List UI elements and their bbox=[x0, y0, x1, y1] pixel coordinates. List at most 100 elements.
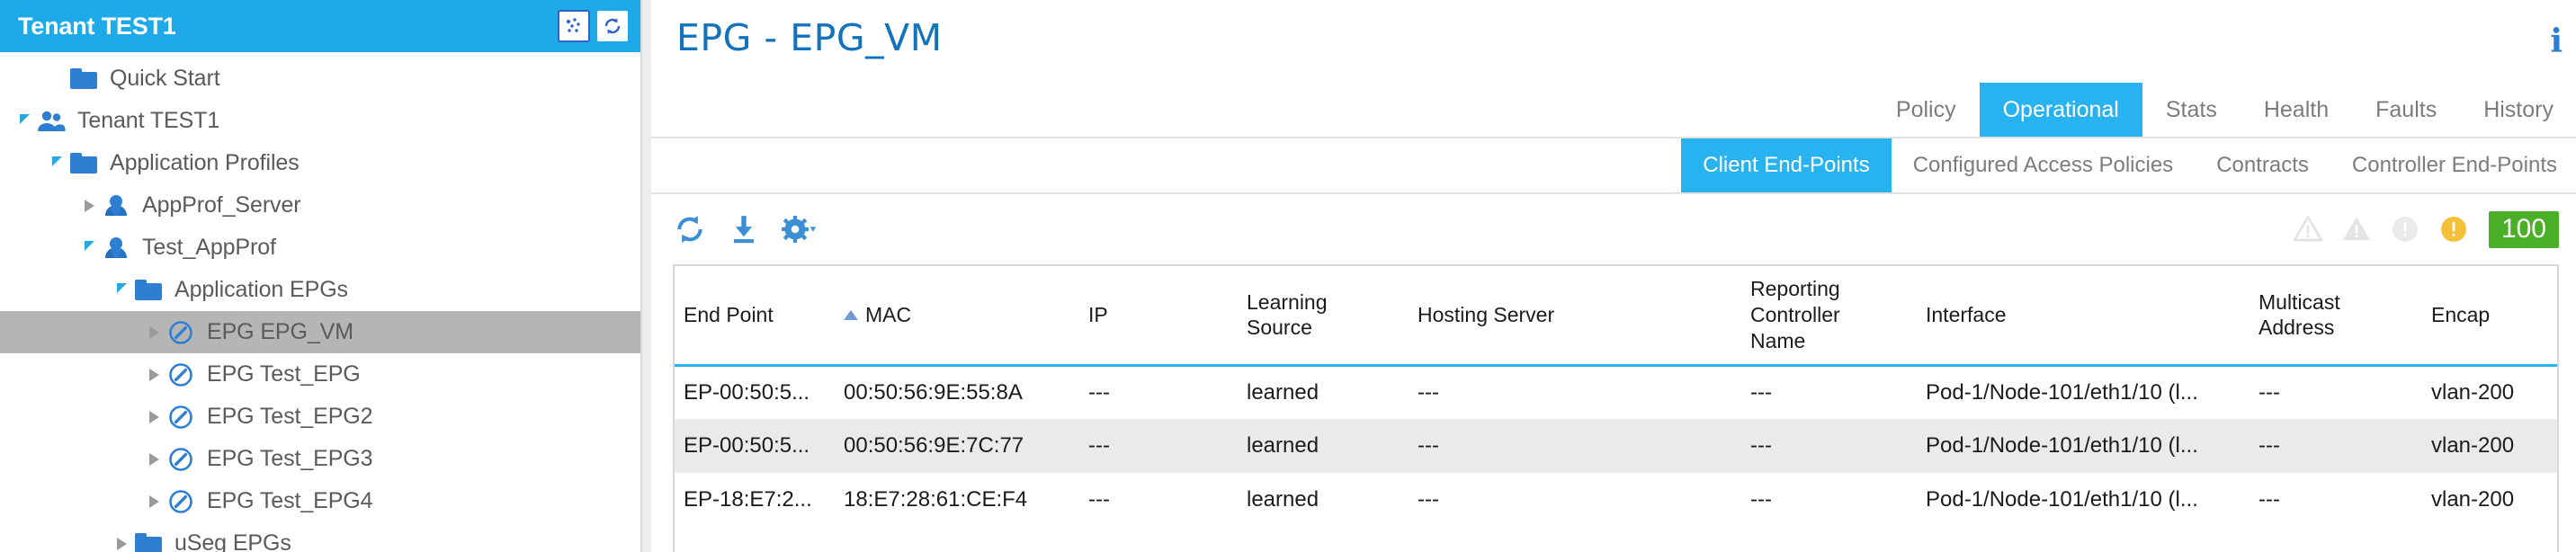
column-header-learning[interactable]: Learning Source bbox=[1238, 266, 1409, 367]
tree-item-epg-test-epg2[interactable]: EPG Test_EPG2 bbox=[0, 396, 640, 438]
tree-item-label: Quick Start bbox=[110, 66, 220, 91]
folder-icon-wrap bbox=[68, 150, 99, 177]
severity-indicators: 100 bbox=[2291, 210, 2559, 248]
tree-toggle-collapsed[interactable] bbox=[142, 321, 165, 344]
topology-icon[interactable] bbox=[558, 10, 590, 42]
cell-ip: --- bbox=[1088, 433, 1110, 458]
subtab-controller-end-points[interactable]: Controller End-Points bbox=[2351, 153, 2557, 177]
table-body: EP-00:50:5...00:50:56:9E:55:8A---learned… bbox=[675, 365, 2557, 527]
settings-icon[interactable] bbox=[781, 212, 817, 246]
column-header-label: Encap bbox=[2431, 302, 2491, 326]
table-row[interactable]: EP-18:E7:2...18:E7:28:61:CE:F4---learned… bbox=[675, 473, 2557, 527]
tree-toggle-expanded[interactable] bbox=[77, 236, 101, 260]
epg-icon-wrap bbox=[165, 319, 196, 346]
column-header-encap[interactable]: Encap bbox=[2422, 266, 2557, 367]
column-header-host[interactable]: Hosting Server bbox=[1409, 266, 1741, 367]
epg-icon bbox=[169, 320, 192, 344]
column-header-end-point[interactable]: End Point bbox=[675, 266, 835, 367]
column-header-inner: Learning Source bbox=[1247, 289, 1403, 342]
health-score-badge[interactable]: 100 bbox=[2488, 210, 2559, 248]
chevron-right-icon[interactable] bbox=[84, 199, 94, 212]
cell-learning: learned bbox=[1247, 379, 1319, 405]
subtab-configured-access-policies[interactable]: Configured Access Policies bbox=[1912, 153, 2174, 177]
refresh-icon[interactable] bbox=[673, 212, 707, 246]
tree-toggle-expanded[interactable] bbox=[45, 152, 68, 175]
cell-multicast: --- bbox=[2258, 433, 2280, 458]
tree-toggle-collapsed[interactable] bbox=[77, 194, 101, 218]
tab-health[interactable]: Health bbox=[2263, 96, 2330, 122]
tree-item-epg-test-epg[interactable]: EPG Test_EPG bbox=[0, 353, 640, 396]
primary-tabs: Policy Operational Stats Health Faults Histor… bbox=[651, 83, 2576, 138]
chevron-right-icon[interactable] bbox=[148, 368, 159, 381]
column-header-interface[interactable]: Interface bbox=[1917, 266, 2250, 367]
tree-item-quick-start[interactable]: Quick Start bbox=[0, 58, 640, 100]
major-warning-icon[interactable] bbox=[2339, 212, 2374, 246]
tree-item-appprof-server[interactable]: AppProf_Server bbox=[0, 184, 640, 227]
minor-alert-icon[interactable] bbox=[2388, 212, 2422, 246]
folder-icon-wrap bbox=[68, 66, 99, 93]
tab-stats[interactable]: Stats bbox=[2165, 96, 2217, 122]
chevron-down-icon[interactable] bbox=[116, 283, 127, 293]
tree-item-application-profiles[interactable]: Application Profiles bbox=[0, 142, 640, 184]
tab-policy[interactable]: Policy bbox=[1895, 96, 1956, 122]
column-header-inner: IP bbox=[1088, 302, 1232, 328]
critical-warning-icon[interactable] bbox=[2291, 212, 2325, 246]
warning-alert-icon[interactable] bbox=[2437, 212, 2471, 246]
tree-toggle-collapsed[interactable] bbox=[142, 363, 165, 387]
content-pane: EPG - EPG_VM i Policy Operational Stats Hea… bbox=[642, 0, 2576, 552]
column-header-mac[interactable]: MAC bbox=[835, 266, 1079, 367]
tree-item-test-appprof[interactable]: Test_AppProf bbox=[0, 227, 640, 269]
cell-end-point: EP-00:50:5... bbox=[684, 433, 810, 458]
column-header-ip[interactable]: IP bbox=[1079, 266, 1238, 367]
chevron-down-icon[interactable] bbox=[19, 114, 30, 124]
subtab-client-end-points[interactable]: Client End-Points bbox=[1681, 138, 1892, 192]
cell-interface: Pod-1/Node-101/eth1/10 (l... bbox=[1926, 487, 2198, 512]
sort-ascending-icon[interactable] bbox=[844, 309, 858, 320]
tree-toggle-collapsed[interactable] bbox=[142, 490, 165, 513]
tree-item-useg-epgs[interactable]: uSeg EPGs bbox=[0, 522, 640, 552]
column-header-label: Reporting Controller Name bbox=[1750, 277, 1840, 352]
column-header-multicast[interactable]: Multicast Address bbox=[2250, 266, 2422, 367]
refresh-icon[interactable] bbox=[597, 11, 628, 41]
tree-toggle-collapsed[interactable] bbox=[142, 405, 165, 429]
column-header-label: Interface bbox=[1926, 302, 2007, 326]
download-icon[interactable] bbox=[727, 212, 761, 246]
tree-toggle-expanded[interactable] bbox=[110, 279, 133, 302]
chevron-right-icon[interactable] bbox=[148, 410, 159, 423]
info-icon[interactable]: i bbox=[2550, 22, 2563, 60]
subtab-contracts[interactable]: Contracts bbox=[2216, 153, 2309, 177]
chevron-right-icon[interactable] bbox=[148, 452, 159, 466]
tab-faults[interactable]: Faults bbox=[2375, 96, 2437, 122]
tree-item-epg-test-epg3[interactable]: EPG Test_EPG3 bbox=[0, 438, 640, 480]
column-header-inner: Hosting Server bbox=[1418, 302, 1736, 328]
column-header-rcn[interactable]: Reporting Controller Name bbox=[1741, 266, 1917, 367]
tab-history[interactable]: History bbox=[2483, 96, 2554, 122]
title-row: EPG - EPG_VM i bbox=[651, 0, 2576, 83]
column-header-inner: Encap bbox=[2431, 302, 2552, 328]
cell-rcn: --- bbox=[1750, 487, 1772, 512]
chevron-right-icon[interactable] bbox=[116, 537, 127, 550]
tree-toggle-expanded[interactable] bbox=[13, 110, 36, 133]
table-row[interactable]: EP-00:50:5...00:50:56:9E:7C:77---learned… bbox=[675, 419, 2557, 473]
tree-item-epg-epg-vm[interactable]: EPG EPG_VM bbox=[0, 311, 640, 353]
tree-toggle-collapsed[interactable] bbox=[110, 532, 133, 552]
chevron-right-icon[interactable] bbox=[148, 325, 159, 339]
chevron-down-icon[interactable] bbox=[51, 156, 62, 166]
table-row[interactable]: EP-00:50:5...00:50:56:9E:55:8A---learned… bbox=[675, 365, 2557, 419]
tree-item-label: EPG Test_EPG4 bbox=[207, 488, 373, 513]
folder-icon bbox=[135, 533, 162, 552]
tree-toggle-collapsed[interactable] bbox=[142, 448, 165, 471]
cell-ip: --- bbox=[1088, 379, 1110, 405]
chevron-right-icon[interactable] bbox=[148, 494, 159, 508]
sidebar-header: Tenant TEST1 bbox=[0, 0, 640, 52]
epg-icon bbox=[169, 362, 192, 387]
tree-item-tenant-test1[interactable]: Tenant TEST1 bbox=[0, 100, 640, 142]
column-header-inner: MAC bbox=[844, 302, 1074, 328]
tab-operational[interactable]: Operational bbox=[1979, 83, 2142, 137]
tree-item-epg-test-epg4[interactable]: EPG Test_EPG4 bbox=[0, 480, 640, 522]
tree-item-application-epgs[interactable]: Application EPGs bbox=[0, 269, 640, 311]
appprof-icon-wrap bbox=[101, 192, 131, 219]
chevron-down-icon[interactable] bbox=[84, 241, 94, 251]
